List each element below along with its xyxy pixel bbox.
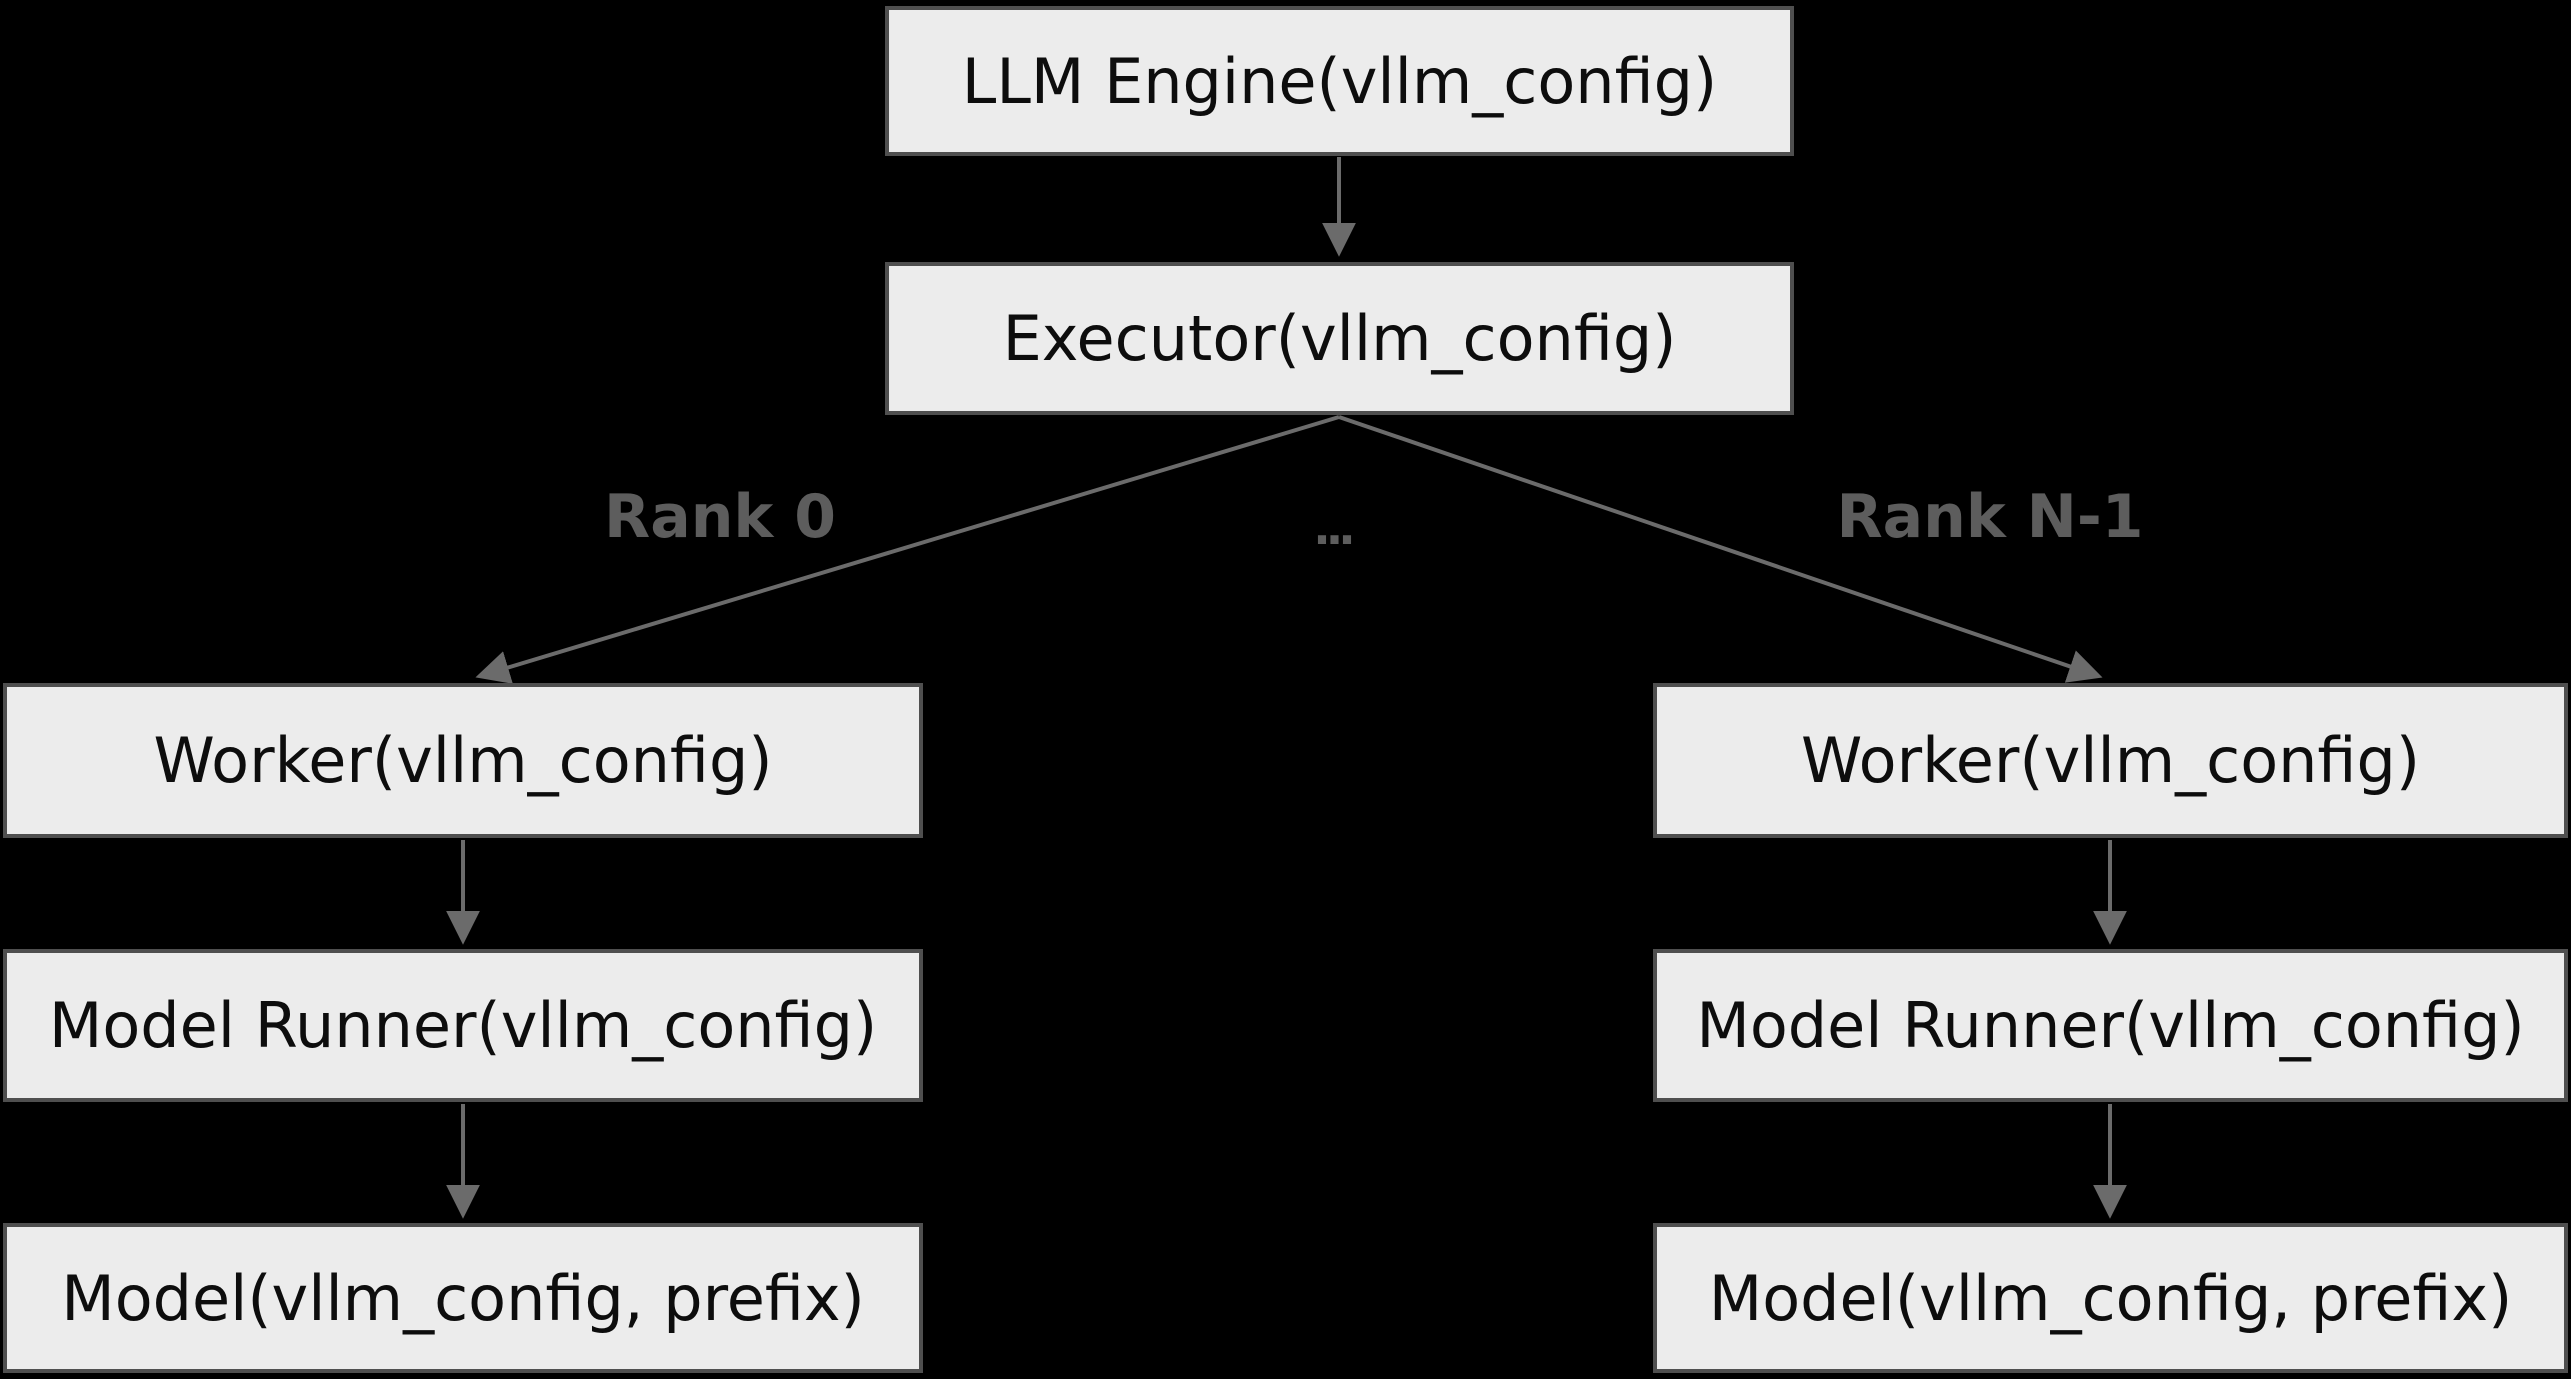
node-executor: Executor(vllm_config) — [885, 262, 1794, 415]
node-model-rankn: Model(vllm_config, prefix) — [1653, 1223, 2568, 1373]
node-model-runner-rankn-label: Model Runner(vllm_config) — [1696, 989, 2525, 1062]
node-llm-engine-label: LLM Engine(vllm_config) — [961, 44, 1718, 118]
edge-executor-to-worker-rank0 — [475, 415, 1340, 684]
node-model-rankn-label: Model(vllm_config, prefix) — [1708, 1261, 2513, 1335]
edge-label-rank-0: Rank 0 — [604, 482, 836, 552]
node-worker-rankn-label: Worker(vllm_config) — [1800, 724, 2421, 797]
edge-executor-to-worker-rankn — [1338, 415, 2103, 683]
node-llm-engine: LLM Engine(vllm_config) — [885, 6, 1794, 156]
node-worker-rank0-label: Worker(vllm_config) — [153, 724, 773, 797]
node-model-runner-rank0: Model Runner(vllm_config) — [3, 949, 923, 1102]
node-worker-rankn: Worker(vllm_config) — [1653, 683, 2568, 838]
node-model-runner-rank0-label: Model Runner(vllm_config) — [48, 989, 878, 1062]
node-model-rank0: Model(vllm_config, prefix) — [3, 1223, 923, 1373]
node-model-runner-rankn: Model Runner(vllm_config) — [1653, 949, 2568, 1102]
node-worker-rank0: Worker(vllm_config) — [3, 683, 923, 838]
ellipsis-label: ... — [1313, 501, 1355, 555]
edge-label-rank-n-1: Rank N-1 — [1836, 482, 2144, 552]
node-model-rank0-label: Model(vllm_config, prefix) — [61, 1261, 865, 1335]
node-executor-label: Executor(vllm_config) — [1002, 302, 1677, 375]
